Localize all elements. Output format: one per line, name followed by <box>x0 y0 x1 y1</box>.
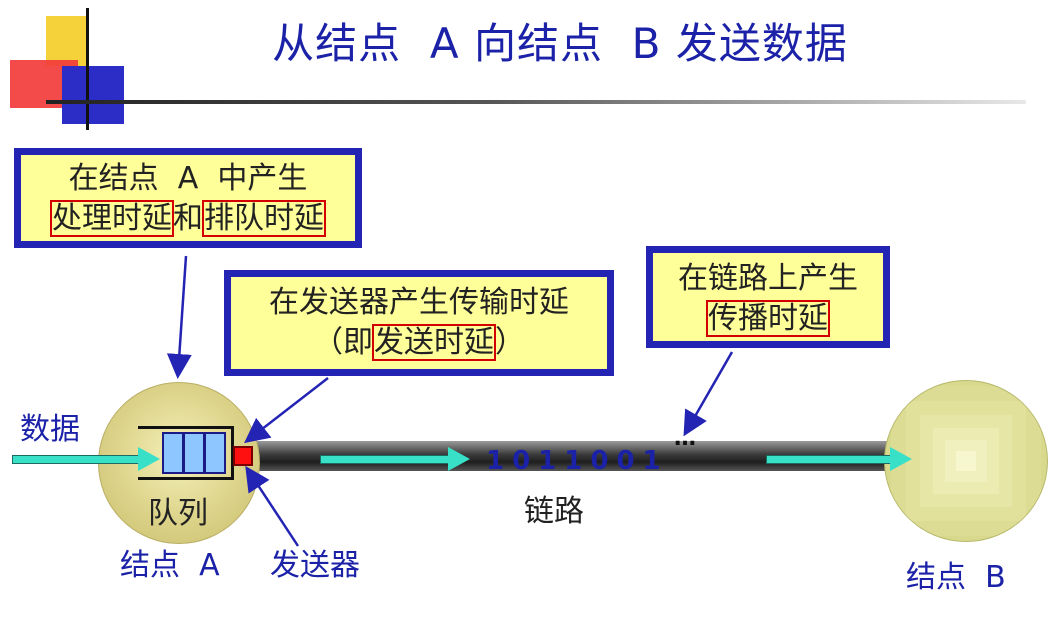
incoming-data-arrow-icon <box>12 447 162 471</box>
title-decoration-yellow <box>46 16 88 66</box>
highlight-queueing-delay: 排队时延 <box>202 200 326 237</box>
bit-stream: 1011001 <box>486 446 669 476</box>
callout-node-a-delays: 在结点 A 中产生 处理时延和排队时延 <box>14 148 362 248</box>
link-flow-arrow-icon <box>320 447 470 471</box>
callout-propagation-delay: 在链路上产生 传播时延 <box>646 246 890 348</box>
label-data: 数据 <box>20 412 80 447</box>
highlight-propagation-delay: 传播时延 <box>706 300 830 337</box>
title-decoration-blue <box>62 66 124 124</box>
title-decoration-line <box>86 8 89 130</box>
label-transmitter: 发送器 <box>270 548 360 583</box>
callout-link-line1: 在链路上产生 <box>678 261 858 296</box>
highlight-sending-delay: 发送时延 <box>372 324 496 361</box>
pointer-node-a <box>166 255 192 379</box>
label-node-a: 结点 A <box>120 548 220 583</box>
callout-join-text: 和 <box>173 201 203 236</box>
arrival-arrow-icon <box>766 447 916 471</box>
queue-cell <box>204 432 226 474</box>
pointer-transmitter-label <box>245 465 300 547</box>
callout-tx-close: ） <box>495 325 525 360</box>
queue-edge-top <box>138 426 162 429</box>
callout-tx-line1: 在发送器产生传输时延 <box>269 285 569 320</box>
queue-edge-bottom <box>138 477 162 480</box>
highlight-processing-delay: 处理时延 <box>50 200 174 237</box>
slide-title: 从结点 A 向结点 B 发送数据 <box>272 19 848 68</box>
label-link: 链路 <box>524 494 584 529</box>
callout-link-line2: 传播时延 <box>653 299 883 339</box>
callout-node-a-line2: 处理时延和排队时延 <box>21 199 355 239</box>
callout-tx-open: （即 <box>313 325 373 360</box>
label-queue: 队列 <box>148 496 208 531</box>
pointer-link <box>683 351 734 437</box>
callout-tx-line2: （即发送时延） <box>231 323 607 363</box>
transmitter-square <box>233 446 253 466</box>
callout-node-a-line1: 在结点 A 中产生 <box>68 161 308 196</box>
callout-transmission-delay: 在发送器产生传输时延 （即发送时延） <box>224 270 614 376</box>
queue-buffer <box>138 426 234 480</box>
pointer-transmitter <box>244 377 329 444</box>
title-rule <box>46 100 1026 104</box>
label-node-b: 结点 B <box>906 560 1006 595</box>
